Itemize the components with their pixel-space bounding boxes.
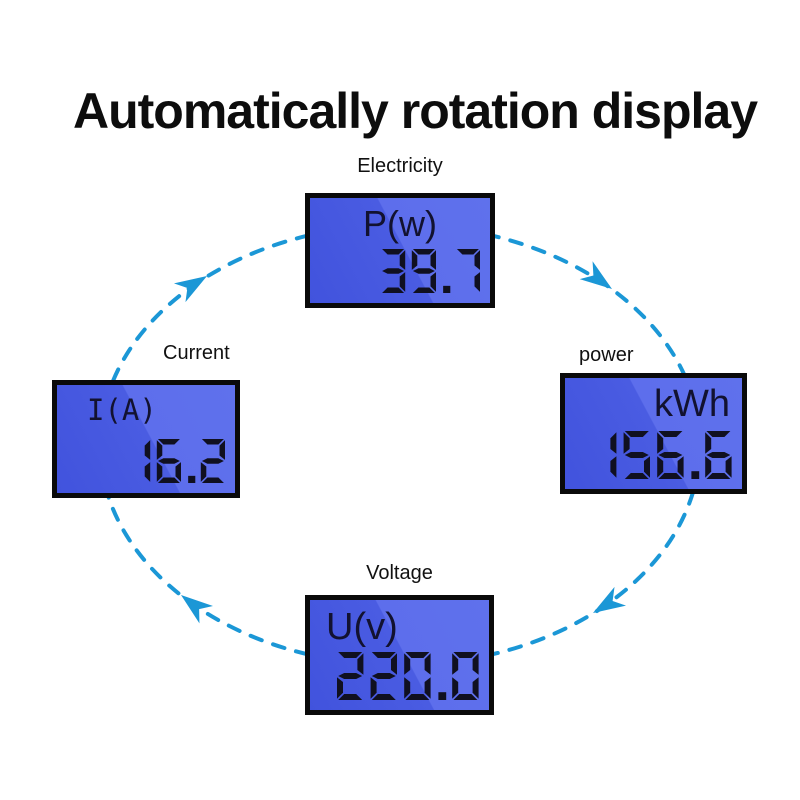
lcd-screen-voltage: U(v) [305,595,494,715]
page-title: Automatically rotation display [72,82,758,139]
screen-label-current: Current [163,342,230,364]
lcd-value-power [590,431,732,479]
lcd-screen-power: kWh [560,373,747,494]
lcd-unit-pw: P(w) [363,203,437,244]
arrow-bottom-right-icon [593,586,627,613]
arrow-top-left-icon [173,276,207,303]
lcd-screen-electricity: P(w) [305,193,495,308]
arrow-bottom-left-icon [181,595,213,624]
lcd-unit-kwh: kWh [654,383,730,425]
arrow-top-right-icon [579,261,612,289]
screen-label-electricity: Electricity [357,155,443,177]
lcd-value-current [126,439,225,483]
screen-label-power: power [579,344,634,366]
lcd-value-electricity [381,249,480,293]
lcd-screen-current: I(A) [52,380,240,498]
lcd-unit-uv: U(v) [326,606,398,648]
lcd-unit-ia: I(A) [87,393,157,427]
screen-label-voltage: Voltage [366,562,433,584]
lcd-value-voltage [337,652,479,700]
